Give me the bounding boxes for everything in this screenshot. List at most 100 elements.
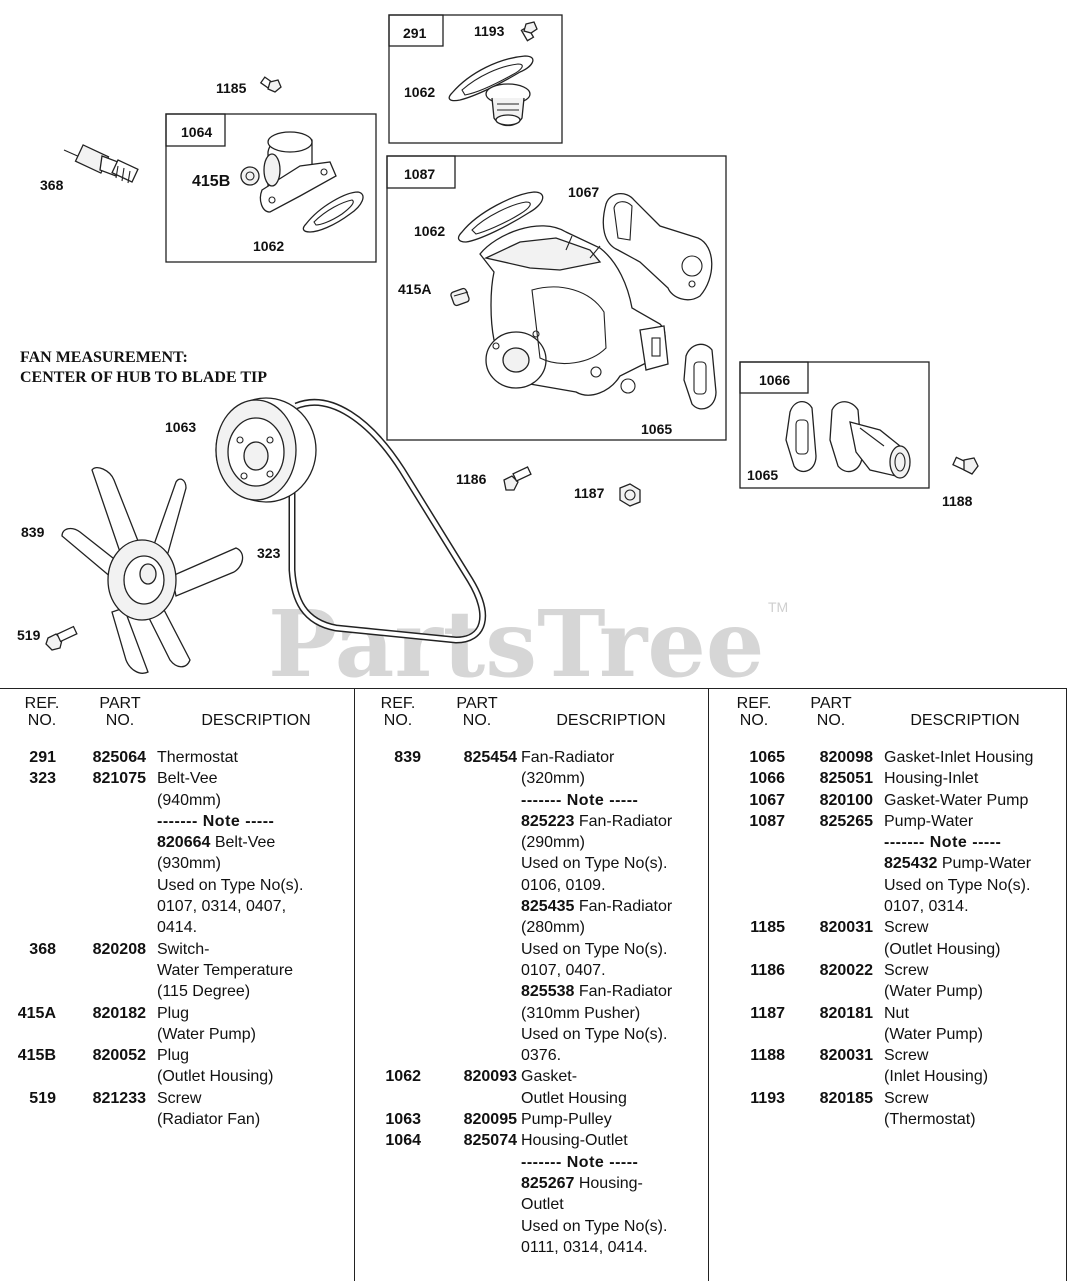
description-line: 825432 Pump-Water [884, 853, 1066, 874]
header-part-line2: NO. [105, 712, 135, 729]
radiator-fan-icon [61, 466, 244, 674]
plug-415b-icon [240, 166, 260, 186]
callout-box-1087 [386, 155, 727, 441]
description-line: Pump-Pulley [521, 1111, 612, 1129]
header-part-line1: PART [456, 695, 498, 712]
header-ref-line1: REF. [380, 695, 416, 712]
callout-1064: 1064 [181, 124, 212, 140]
note-divider: ------- Note ----- [521, 791, 639, 809]
header-ref-line2: NO. [739, 712, 769, 729]
description-line: Used on Type No(s). [521, 1217, 668, 1235]
description-line: 0107, 0407. [521, 961, 606, 979]
part-number: 820093 [463, 1068, 517, 1086]
callout-box-1064 [165, 113, 377, 263]
callout-1065-pump: 1065 [641, 421, 672, 437]
callout-1187: 1187 [574, 485, 605, 501]
water-pump-icon [479, 225, 669, 396]
description: Gasket-Outlet Housing [521, 1066, 709, 1109]
callout-1062-outlet: 1062 [253, 238, 284, 254]
callout-1062-pump: 1062 [414, 223, 445, 239]
header-part-line2: NO. [462, 712, 492, 729]
ref-number: 1187 [750, 1004, 785, 1022]
description: Switch-Water Temperature(115 Degree) [157, 939, 354, 1003]
description-line: 0107, 0314. [884, 898, 969, 916]
ref-number: 1186 [750, 961, 785, 979]
description-line: Screw [884, 1047, 929, 1065]
header-ref-line1: REF. [736, 695, 772, 712]
header-ref: REF. NO. [375, 695, 421, 729]
alternate-part-text: Fan-Radiator [574, 898, 673, 916]
water-temperature-switch-icon [63, 144, 139, 184]
description: Plug(Water Pump) [157, 1003, 354, 1046]
alternate-part-number: 825435 [521, 898, 575, 916]
header-desc-text: DESCRIPTION [556, 712, 666, 729]
part-number: 820098 [819, 749, 873, 766]
alternate-part-text: Fan-Radiator [574, 983, 673, 1001]
header-ref: REF. NO. [731, 695, 777, 729]
screw-1193-icon [520, 21, 538, 42]
description-line: Housing-Inlet [884, 770, 979, 788]
description: Fan-Radiator(320mm)------- Note -----825… [521, 747, 709, 1066]
ref-number: 519 [29, 1089, 56, 1107]
alternate-part-number: 825223 [521, 812, 575, 830]
ref-number: 291 [29, 749, 56, 766]
header-part: PART NO. [94, 695, 146, 729]
header-part: PART NO. [805, 695, 857, 729]
header-ref: REF. NO. [20, 695, 64, 729]
callout-519: 519 [17, 627, 41, 643]
description-line: 825538 Fan-Radiator [521, 981, 709, 1002]
ref-number: 1063 [385, 1111, 421, 1129]
callout-415b: 415B [192, 173, 230, 190]
description-line: Gasket-Inlet Housing [884, 749, 1034, 766]
ref-number: 1066 [749, 770, 785, 788]
header-ref-line2: NO. [27, 712, 57, 729]
description-line: 825267 Housing- [521, 1173, 709, 1194]
alternate-part-number: 820664 [157, 834, 211, 852]
header-description: DESCRIPTION [176, 712, 336, 729]
callout-1185: 1185 [216, 80, 247, 96]
alternate-part-number: 825267 [521, 1174, 575, 1192]
ref-number: 1064 [385, 1132, 421, 1150]
parts-diagram: PartsTree TM 291 1193 1062 1185 368 [17, 14, 979, 690]
alternate-part-text: Pump-Water [937, 855, 1032, 873]
callout-1063: 1063 [165, 419, 196, 435]
description-line: Gasket-Water Pump [884, 791, 1029, 809]
description-line: Outlet [521, 1196, 564, 1214]
header-part: PART NO. [451, 695, 503, 729]
part-number: 825265 [819, 812, 873, 830]
thermostat-icon [485, 83, 531, 127]
belt-icon [288, 398, 487, 644]
trademark-text: TM [768, 599, 788, 615]
alternate-part-number: 825432 [884, 855, 938, 873]
description-line: Screw [884, 1089, 929, 1107]
part-number: 825051 [819, 770, 873, 788]
description-line: Nut [884, 1004, 909, 1022]
description-line: (280mm) [521, 919, 586, 937]
description-line: 825435 Fan-Radiator [521, 896, 709, 917]
callout-1188: 1188 [942, 493, 973, 509]
part-number: 820052 [92, 1047, 146, 1065]
description-line: Screw [884, 961, 929, 979]
part-number: 825074 [463, 1132, 517, 1150]
part-number: 820022 [819, 961, 873, 979]
screw-1188-icon [952, 456, 979, 475]
header-ref-line2: NO. [383, 712, 413, 729]
pump-gasket-1062-icon [457, 191, 544, 243]
screw-1185-icon [259, 76, 282, 93]
alternate-part-number: 825538 [521, 983, 575, 1001]
screw-1186-icon [503, 466, 532, 491]
